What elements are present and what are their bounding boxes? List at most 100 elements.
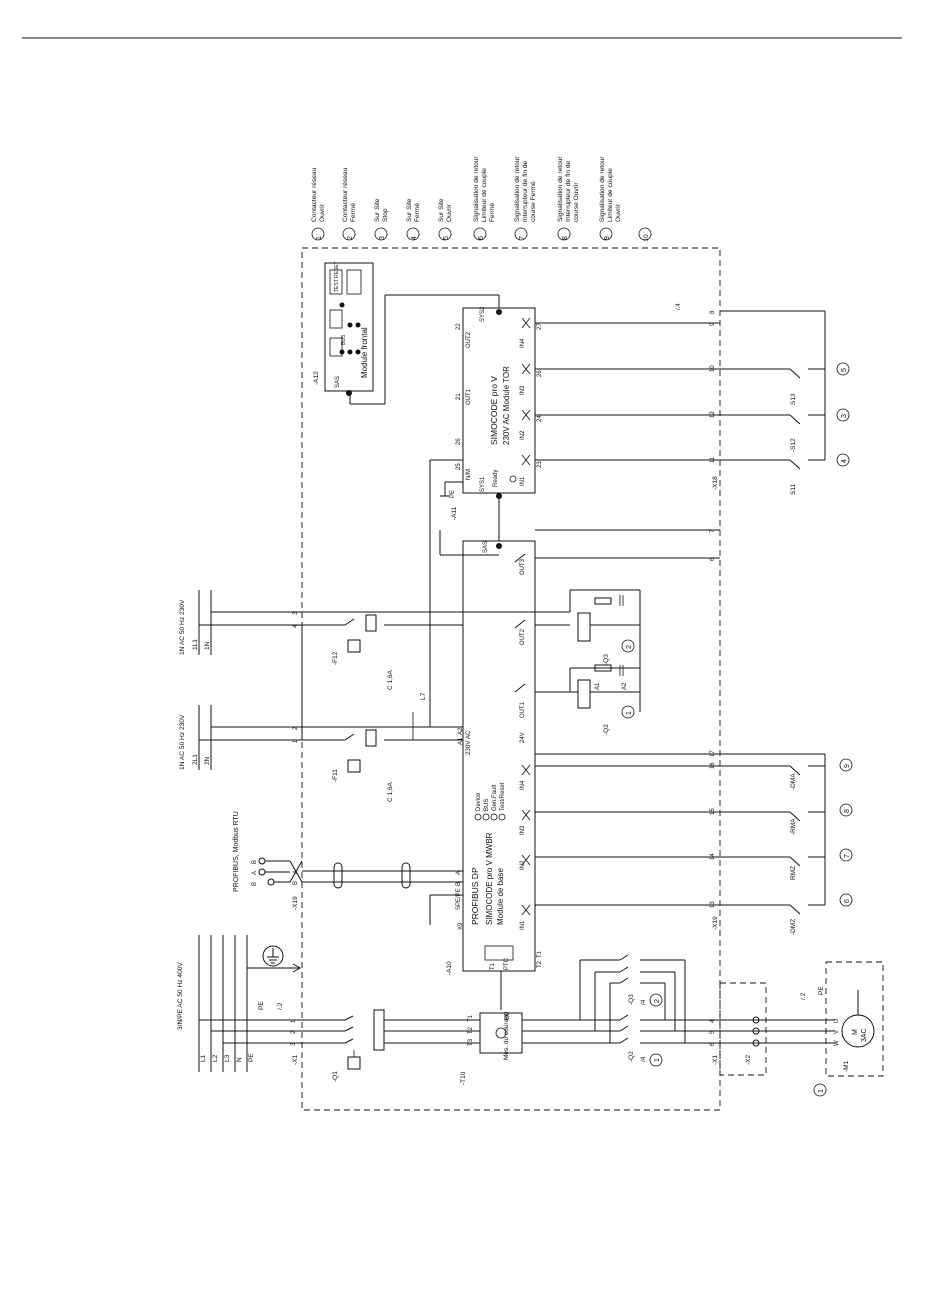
svg-text:SYS1: SYS1 <box>480 476 486 492</box>
svg-text:230V AC Module TOR: 230V AC Module TOR <box>502 366 511 445</box>
svg-text:IN2: IN2 <box>520 430 526 440</box>
local-control-switches: -X18 11 12 10 9 8 /.4 S11 -S12 S13 4 3 5 <box>676 303 850 495</box>
svg-text:SIMOCODE pro V MWBR: SIMOCODE pro V MWBR <box>485 832 494 925</box>
svg-text:L2: L2 <box>212 1054 219 1062</box>
svg-text:/.2: /.2 <box>800 992 807 1000</box>
svg-text:9: 9 <box>710 322 716 326</box>
svg-text:Limiteur de couple: Limiteur de couple <box>481 168 488 222</box>
svg-text:L7: L7 <box>420 692 427 700</box>
svg-text:23: 23 <box>537 461 543 468</box>
svg-text:1: 1 <box>626 711 633 715</box>
svg-text:1N: 1N <box>204 641 211 650</box>
svg-text:13: 13 <box>710 901 716 908</box>
svg-text:Ouvrir: Ouvrir <box>615 203 622 222</box>
svg-text:Interrupteur de fin de: Interrupteur de fin de <box>522 160 529 222</box>
svg-text:A: A <box>456 871 462 875</box>
svg-text:1N AC 50 Hz 230V: 1N AC 50 Hz 230V <box>179 714 186 770</box>
svg-text:4: 4 <box>411 236 418 240</box>
svg-text:T2: T2 <box>468 1026 474 1034</box>
feedback-switches: -DMZ RMZ -RMA -DMA 6 7 8 9 <box>720 753 853 935</box>
svg-text:/.2: /.2 <box>277 1002 284 1010</box>
svg-text:S11: S11 <box>790 484 797 495</box>
svg-text:3: 3 <box>841 414 848 418</box>
svg-text:3AC: 3AC <box>861 1028 868 1042</box>
x1-control-terminals: 3 4 A B <box>293 611 299 885</box>
svg-text:course Fermé: course Fermé <box>530 181 537 222</box>
svg-text:A: A <box>252 871 258 875</box>
x1-input-terminals: -X1 1 2 3 <box>291 1019 299 1065</box>
svg-text:Fermé: Fermé <box>414 203 421 222</box>
svg-text:2N: 2N <box>204 756 211 765</box>
legend-item: 8 Signalisation de retour Interrupteur d… <box>557 156 580 241</box>
motor-frame <box>825 961 884 1077</box>
svg-text:A2: A2 <box>458 727 464 735</box>
svg-text:3: 3 <box>379 236 386 240</box>
svg-text:-X1: -X1 <box>292 1055 299 1066</box>
svg-text:-Q2: -Q2 <box>628 1051 635 1062</box>
legend-item: 4 Sur Site Fermé <box>406 198 421 241</box>
svg-text:OUT2: OUT2 <box>466 331 472 348</box>
svg-text:10: 10 <box>643 234 650 242</box>
svg-text:TEST RESET: TEST RESET <box>334 261 340 292</box>
svg-text:12: 12 <box>710 411 716 418</box>
legend-item: 2 Contacteur réseau Fermé <box>342 167 357 241</box>
svg-text:Mes. du courant: Mes. du courant <box>503 1013 510 1060</box>
control-supply-wiring: 1N AC 50 Hz 230V 2L1 2N -F11 C 1,6A 1 2 … <box>179 459 570 802</box>
svg-text:3/N/PE AC 50 Hz 400V: 3/N/PE AC 50 Hz 400V <box>177 962 184 1030</box>
svg-text:26: 26 <box>456 438 462 445</box>
svg-text:Contacteur réseau: Contacteur réseau <box>311 167 318 222</box>
svg-text:T1: T1 <box>537 950 543 958</box>
svg-text:Gen.Fault: Gen.Fault <box>492 784 498 811</box>
svg-text:-M1: -M1 <box>843 1060 850 1072</box>
current-measuring-module: -T10 Mes. du courant BU T1 T2 T3 <box>460 946 620 1085</box>
svg-text:-Q2: -Q2 <box>603 724 610 735</box>
svg-text:A2: A2 <box>622 682 628 690</box>
svg-text:4: 4 <box>710 1019 716 1023</box>
svg-text:8: 8 <box>710 310 716 314</box>
svg-text:-Q3: -Q3 <box>603 654 610 665</box>
svg-text:B: B <box>456 882 462 886</box>
svg-text:-A12: -A12 <box>313 371 320 385</box>
svg-text:Ouvrir: Ouvrir <box>446 203 453 222</box>
svg-text:IN1: IN1 <box>520 476 526 486</box>
svg-text:IN1: IN1 <box>520 920 526 930</box>
legend-item: 10 <box>638 227 652 242</box>
svg-text:8: 8 <box>844 809 851 813</box>
svg-text:2: 2 <box>291 1030 297 1034</box>
svg-text:-DMA: -DMA <box>790 773 797 790</box>
svg-text:15: 15 <box>710 808 716 815</box>
svg-text:-A11: -A11 <box>451 506 458 520</box>
svg-text:4: 4 <box>841 459 848 463</box>
legend-item: 7 Signalisation de retour Interrupteur d… <box>514 156 537 241</box>
svg-text:-A10: -A10 <box>446 961 453 975</box>
svg-text:BUS: BUS <box>484 799 490 811</box>
svg-text:22: 22 <box>456 323 462 330</box>
svg-text:/.4: /.4 <box>676 303 682 310</box>
svg-text:24V: 24V <box>520 732 526 743</box>
svg-text:X9: X9 <box>458 922 464 930</box>
svg-text:1: 1 <box>291 1019 297 1023</box>
svg-text:1: 1 <box>316 236 323 240</box>
svg-text:6: 6 <box>478 236 485 240</box>
svg-text:T1: T1 <box>468 1014 474 1022</box>
svg-text:OUT1: OUT1 <box>466 388 472 405</box>
svg-text:Signalisation de retour: Signalisation de retour <box>473 156 480 222</box>
svg-text:PE: PE <box>258 1001 265 1010</box>
svg-text:5: 5 <box>841 368 848 372</box>
svg-text:S13: S13 <box>790 393 797 405</box>
svg-text:Test/Reset: Test/Reset <box>500 782 506 811</box>
svg-text:1: 1 <box>293 739 299 743</box>
svg-text:T2: T2 <box>537 960 543 968</box>
svg-text:U: U <box>834 1019 840 1023</box>
svg-text:BUS: BUS <box>341 334 347 345</box>
svg-text:Ready: Ready <box>493 470 499 487</box>
svg-text:Ouvrir: Ouvrir <box>319 203 326 222</box>
svg-text:26: 26 <box>537 370 543 377</box>
svg-text:1: 1 <box>818 1089 825 1093</box>
svg-text:Fermé: Fermé <box>350 203 357 222</box>
legend-item: 9 Signalisation de retour Limiteur de co… <box>599 156 622 241</box>
svg-text:PE: PE <box>450 490 456 498</box>
svg-text:8: 8 <box>562 236 569 240</box>
svg-text:-F12: -F12 <box>332 651 339 665</box>
